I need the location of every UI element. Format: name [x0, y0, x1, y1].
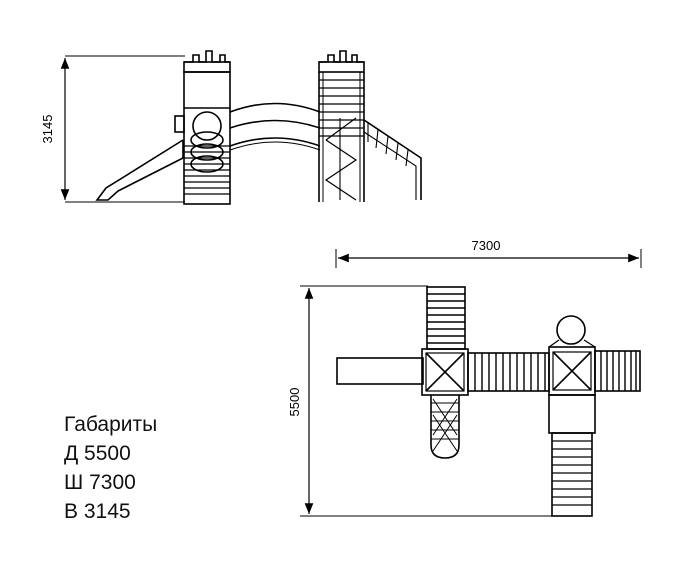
spec-height: В 3145: [64, 500, 131, 523]
length-label: 5500: [287, 388, 302, 417]
spec-title: Габариты: [64, 413, 158, 436]
top-ladder-upper: [426, 286, 466, 350]
top-slide: [336, 357, 424, 385]
side-view: [60, 50, 422, 205]
right-tower: [318, 50, 365, 202]
top-right-tower: [548, 339, 596, 396]
top-ladder-right: [594, 350, 641, 392]
spec-width: Ш 7300: [64, 471, 136, 494]
top-ladder-lower: [551, 432, 593, 517]
top-platform: [548, 394, 596, 434]
left-tower: [174, 50, 231, 205]
top-bridge: [467, 352, 550, 392]
dimensions-spec: Габариты Д 5500 Ш 7300 В 3145: [64, 410, 157, 526]
side-slide: [95, 139, 184, 201]
width-dimension: [335, 249, 642, 268]
length-dimension: [300, 285, 552, 517]
side-ladder: [363, 119, 422, 200]
width-label: 7300: [472, 238, 501, 253]
top-view: [300, 249, 642, 517]
top-tunnel: [430, 395, 460, 459]
height-label: 3145: [40, 115, 55, 144]
top-roof-circle: [556, 315, 586, 345]
spec-length: Д 5500: [64, 442, 131, 465]
arched-bridge: [229, 102, 321, 151]
height-dimension: [60, 55, 185, 203]
top-left-tower: [421, 348, 469, 396]
